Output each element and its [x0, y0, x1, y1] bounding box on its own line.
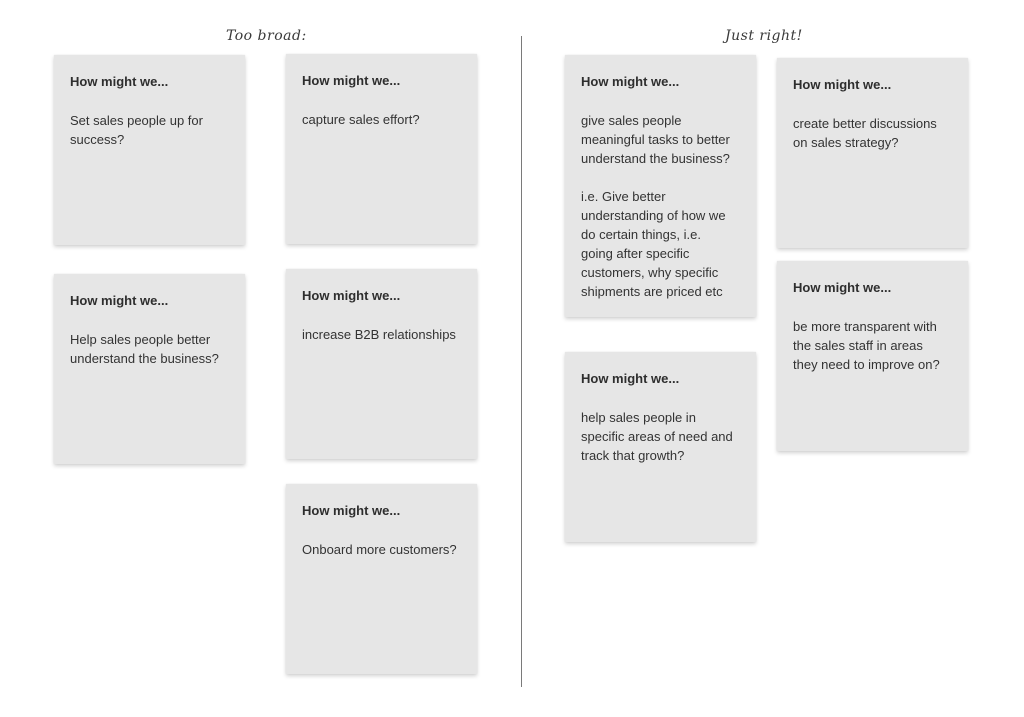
sticky-note-success[interactable]: How might we... Set sales people up for … [54, 55, 245, 245]
note-title: How might we... [302, 503, 401, 518]
note-title: How might we... [302, 73, 401, 88]
note-title: How might we... [793, 77, 892, 92]
note-body: Onboard more customers? [302, 542, 457, 557]
sticky-note-sales-strategy[interactable]: How might we... create better discussion… [777, 58, 968, 248]
note-body: help sales people in specific areas of n… [581, 410, 733, 463]
note-body: Help sales people better understand the … [70, 332, 219, 366]
sticky-note-areas-of-need[interactable]: How might we... help sales people in spe… [565, 352, 756, 542]
too-broad-heading: Too broad: [226, 28, 307, 44]
note-body: give sales people meaningful tasks to be… [581, 113, 730, 299]
note-body: be more transparent with the sales staff… [793, 319, 940, 372]
sticky-note-meaningful-tasks[interactable]: How might we... give sales people meanin… [565, 55, 756, 317]
note-body: Set sales people up for success? [70, 113, 203, 147]
sticky-note-b2b-relationships[interactable]: How might we... increase B2B relationshi… [286, 269, 477, 459]
sticky-note-onboard-customers[interactable]: How might we... Onboard more customers? [286, 484, 477, 674]
note-body: capture sales effort? [302, 112, 420, 127]
note-title: How might we... [793, 280, 892, 295]
note-title: How might we... [581, 371, 680, 386]
note-title: How might we... [70, 293, 169, 308]
sticky-note-capture-effort[interactable]: How might we... capture sales effort? [286, 54, 477, 244]
just-right-heading: Just right! [725, 28, 803, 44]
column-divider [521, 36, 522, 687]
sticky-note-transparency[interactable]: How might we... be more transparent with… [777, 261, 968, 451]
note-body: create better discussions on sales strat… [793, 116, 937, 150]
sticky-note-understand-business[interactable]: How might we... Help sales people better… [54, 274, 245, 464]
note-body: increase B2B relationships [302, 327, 456, 342]
note-title: How might we... [70, 74, 169, 89]
note-title: How might we... [302, 288, 401, 303]
note-title: How might we... [581, 74, 680, 89]
